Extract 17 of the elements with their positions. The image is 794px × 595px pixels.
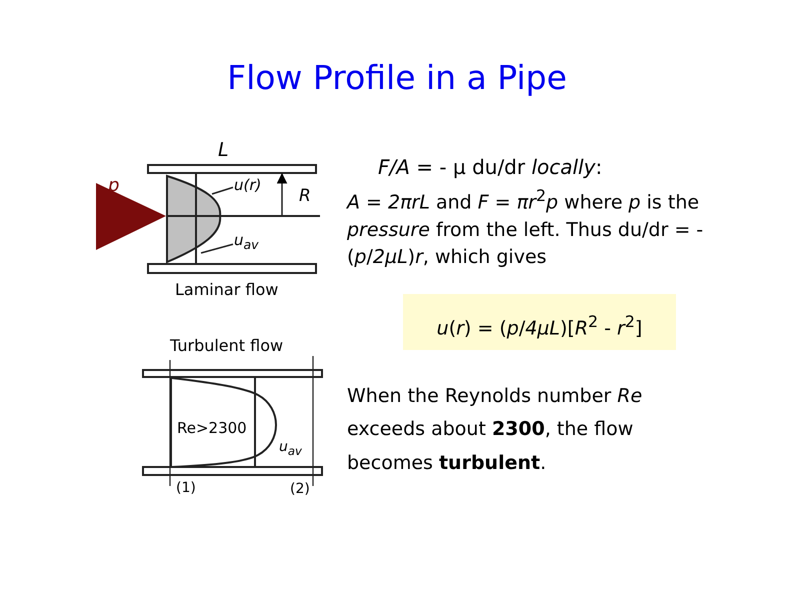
slide-title: Flow Profile in a Pipe [226, 58, 568, 97]
explanation-text: When the Reynolds number Re exceeds about 2300, the flow becomes turbulent. [347, 384, 644, 476]
dimension-label: L [218, 140, 229, 162]
leader-line [200, 244, 234, 254]
velocity-label: u$_{av}$ [279, 439, 302, 458]
formula-text: u(r) = (p/4μL)[R$^{2}$ - r$^{2}$] [403, 294, 676, 350]
section-label: (2) [290, 481, 310, 498]
callout-label: u$_{av}$ [234, 232, 259, 252]
section-label: (1) [176, 480, 196, 496]
leader-line [212, 186, 234, 195]
radius-label: R [299, 187, 311, 207]
formula-text: F/A = - μ du/dr locally: [378, 156, 602, 179]
caption-text: Laminar flow [175, 281, 278, 300]
flow-condition-text: Re>2300 [177, 420, 247, 438]
explanation-text: A = 2πrL and F = πr$^{2}$p where p is the pressure from the left. Thus du/dr = - (p/2μL)r, which gives [347, 185, 704, 270]
caption-text: Turbulent flow [170, 337, 284, 356]
callout-label: u(r) [234, 177, 262, 194]
